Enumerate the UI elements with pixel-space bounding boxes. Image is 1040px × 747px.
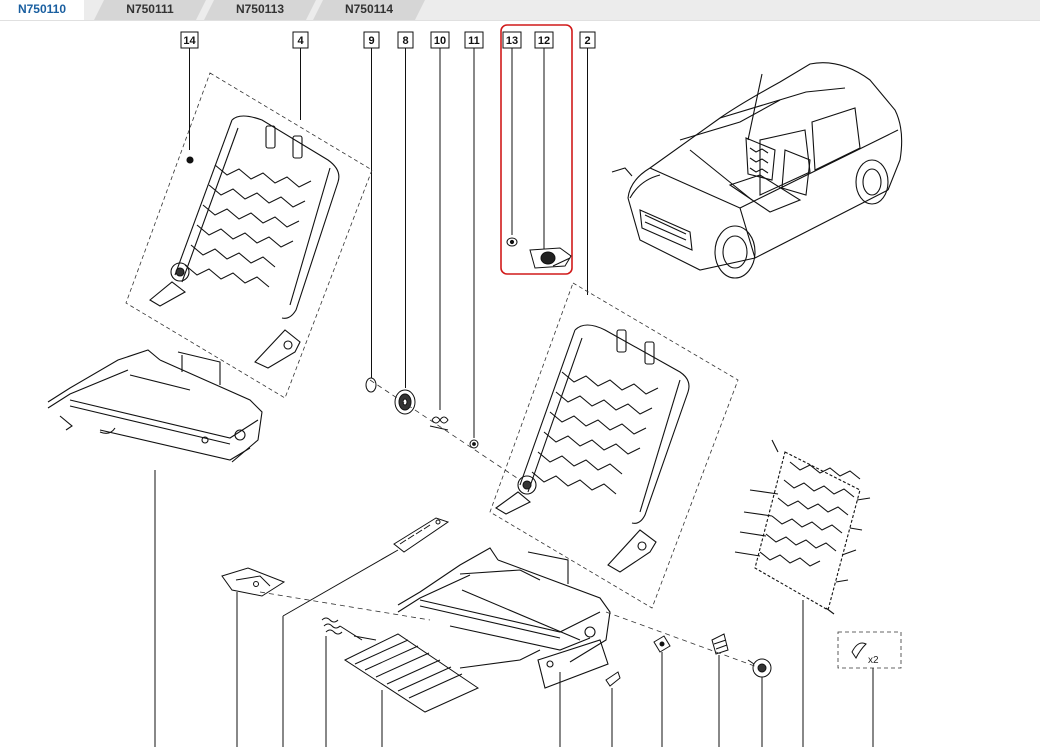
part-9-ring[interactable]: [365, 377, 377, 393]
assembly-axis: [369, 379, 521, 481]
svg-text:14: 14: [183, 35, 196, 47]
bolt-head[interactable]: [653, 635, 671, 653]
tab-label: N750111: [126, 2, 174, 16]
part-4-seat-back-frame[interactable]: [149, 115, 340, 369]
quantity-note: x2: [868, 655, 879, 666]
callout-4[interactable]: 4: [292, 31, 309, 49]
callout-13[interactable]: 13: [502, 31, 522, 49]
svg-text:11: 11: [468, 35, 480, 47]
part-13-nut[interactable]: [506, 237, 518, 247]
assembly-axis: [605, 611, 761, 669]
svg-text:2: 2: [584, 35, 590, 47]
callout-14[interactable]: 14: [180, 31, 199, 49]
slat-panel[interactable]: [339, 625, 480, 713]
leader-line: [282, 549, 399, 617]
adjustment-lever[interactable]: [393, 517, 450, 553]
quantity-clip-box[interactable]: x2: [837, 631, 902, 669]
svg-text:4: 4: [297, 35, 304, 47]
callout-8[interactable]: 8: [397, 31, 414, 49]
tab-n750110[interactable]: N750110: [0, 0, 84, 20]
coil-spring[interactable]: [321, 617, 343, 635]
part-10-spring[interactable]: [429, 416, 449, 431]
svg-text:8: 8: [402, 35, 408, 47]
vehicle-locator-illustration: [611, 62, 903, 279]
part-8-gear[interactable]: [394, 389, 416, 415]
part-12-knob[interactable]: [529, 247, 572, 269]
tab-bar: N750110 N750111 N750113 N750114: [0, 0, 1040, 21]
round-plug[interactable]: [747, 658, 772, 678]
tab-n750111[interactable]: N750111: [94, 0, 206, 20]
parts-diagram: 14 4 9 8 10 11 13 12 2: [47, 24, 903, 747]
seat-base-frame-left[interactable]: [47, 349, 263, 463]
part-11-nut[interactable]: [469, 439, 479, 449]
tab-n750114[interactable]: N750114: [313, 0, 425, 20]
tab-n750113[interactable]: N750113: [204, 0, 316, 20]
part-2-seat-back-frame[interactable]: [495, 324, 690, 573]
svg-text:13: 13: [506, 35, 518, 47]
callout-12[interactable]: 12: [534, 31, 554, 49]
callout-11[interactable]: 11: [464, 31, 484, 49]
svg-text:10: 10: [434, 35, 446, 47]
mounting-bracket[interactable]: [221, 567, 286, 597]
screw-small[interactable]: [605, 671, 621, 687]
svg-text:12: 12: [538, 35, 550, 47]
leader-lines-top: [189, 48, 588, 438]
threaded-clip[interactable]: [711, 633, 729, 655]
callout-9[interactable]: 9: [363, 31, 380, 49]
seat-base-frame-right[interactable]: [397, 547, 611, 689]
tab-label: N750113: [235, 2, 285, 16]
part-4-group-outline: [125, 72, 373, 399]
cushion-spring-panel[interactable]: [734, 439, 871, 615]
callout-10[interactable]: 10: [430, 31, 450, 49]
assembly-axis: [259, 591, 431, 621]
tab-label: N750110: [17, 2, 67, 16]
tab-label: N750114: [344, 2, 394, 16]
callout-2[interactable]: 2: [579, 31, 596, 49]
part-2-group-outline: [489, 282, 739, 609]
svg-text:9: 9: [368, 35, 374, 47]
selection-highlight: [500, 24, 573, 275]
